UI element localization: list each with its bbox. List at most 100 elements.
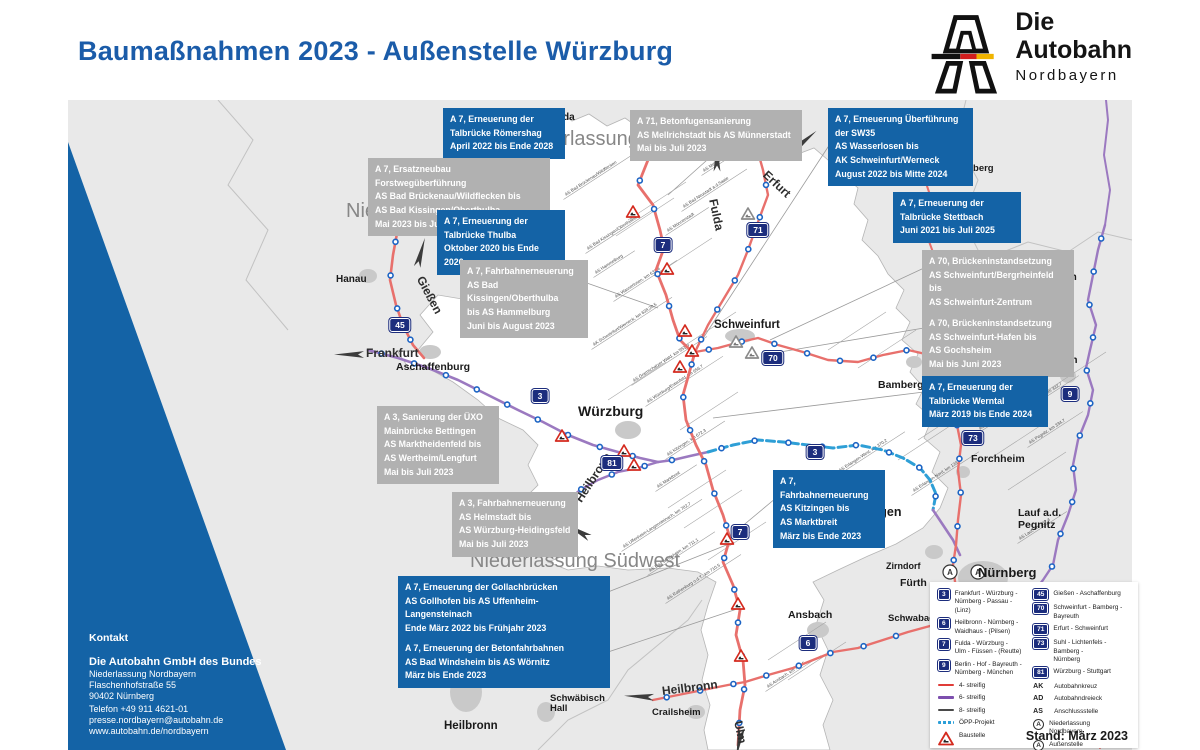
city-label-lauf-a-d-pegnitz: Lauf a.d. Pegnitz [1018,507,1062,531]
junction-leader-line [857,329,917,369]
legend-label: Außenstelle [1049,740,1083,748]
callout-line: Ende März 2022 bis Frühjahr 2023 [405,622,547,633]
anschlussstelle-dot [668,456,676,464]
anschlussstelle-dot [705,346,713,353]
legend-label: 8- streifig [959,706,986,714]
anschlussstelle-dot [744,245,752,253]
callout-line: Mai bis Juni 2023 [929,358,1002,369]
anschlussstelle-dot [852,441,860,449]
callout-line: A 70, Brückeninstandsetzung [929,256,1052,266]
brand-wordmark: Die Autobahn Nordbayern [1015,8,1132,84]
contact-heading: Kontakt [89,632,129,644]
anschlussstelle-dot [650,205,658,213]
anschlussstelle-dot [718,444,725,452]
junction-leader-line [667,469,727,509]
city-label-würzburg: Würzburg [578,403,644,419]
anschlussstelle-dot [713,306,721,313]
anschlussstelle-dot [1048,563,1056,570]
callout-line: März bis Ende 2023 [780,530,862,541]
anschlussstelle-dot [1068,498,1076,506]
anschlussstelle-dot [756,213,764,221]
callout-line: A 7, Fahrbahnerneuerung [467,266,574,276]
anschlussstelle-dot [836,357,844,365]
legend-label: Berlin - Hof - Bayreuth - Nürnberg - Mün… [954,660,1022,677]
anschlussstelle-dot [957,489,965,496]
legend-sign-a45: 45 [1033,589,1049,600]
page-title: Baumaßnahmen 2023 - Außenstelle Würzburg [78,36,674,66]
anschlussstelle-dot [697,336,705,343]
anschlussstelle-dot [1089,334,1097,341]
city-label-nürnberg: Nürnberg [978,565,1037,580]
legend-sign-a70: 70 [1033,603,1049,615]
baustelle-marker [684,344,700,357]
anschlussstelle-dot [734,619,742,626]
legend-label: Erfurt - Schweinfurt [1053,625,1109,633]
callout-line: A 7, Ersatzneubau Forstwegüberführung [375,164,467,188]
city-label-hanau: Hanau [336,274,367,285]
junction-leader-line [897,421,957,461]
anschlussstelle-dot [803,350,811,357]
anschlussstelle-dot [720,554,728,562]
callout-line: A 3, Sanierung der ÜXO [384,412,483,422]
junction-leader-line [1047,351,1107,391]
anschlussstelle-dot [1070,465,1077,472]
geplante-baustelle-marker [744,346,760,359]
callout-line: AS Bad Kissingen/Oberthulba [467,279,559,304]
anschlussstelle-dot [903,347,910,354]
legend-item-öpp-projekt: ÖPP-Projekt [938,718,1027,727]
contact-detail-line: Telefon +49 911 4621-01 [89,704,189,714]
legend-label: Würzburg - Stuttgart [1053,668,1111,676]
anschlussstelle-dot [679,393,687,401]
junction-leader-line [827,311,887,351]
callout-line: April 2022 bis Ende 2028 [450,141,554,152]
anschlussstelle-dot [954,522,961,530]
city-label-crailsheim: Crailsheim [652,707,701,718]
legend-label: Baustelle [959,731,986,739]
baustelle-marker [677,324,693,337]
legend-label: Autobahnkreuz [1054,682,1098,690]
aussenstelle-icon: A [970,564,986,580]
anschlussstelle-dot [827,649,834,657]
legend-label: Frankfurt - Würzburg - Nürnberg - Passau… [954,590,1018,614]
callout-line: bis AS Hammelburg [467,306,551,317]
anschlussstelle-dot [641,462,648,470]
callout-line: A 7, Erneuerung der Gollachbrücken [405,582,558,592]
geplante-baustelle-marker [728,335,744,348]
niederlassung-circle-icon: A [1033,719,1045,731]
callout-line: A 7, Erneuerung der [450,114,534,124]
callout-line: Oktober 2020 bis Ende 2026 [444,243,539,267]
baustelle-marker [554,429,570,442]
city-label-ansbach: Ansbach [788,609,833,621]
anschlussstelle-dot [785,439,792,447]
junction-leader-line [615,197,675,237]
anschlussstelle-dot [636,177,644,184]
callout-line: AS Marktheidenfeld bis [384,439,482,450]
anschlussstelle-dot [378,350,385,357]
autobahn-sign-a9: 9 [1061,387,1079,401]
callout-line: der SW35 [835,127,876,138]
callout-line: AS Schweinfurt-Hafen bis [929,331,1037,342]
anschlussstelle-dot [665,302,673,310]
city-label-heilbronn: Heilbronn [444,720,498,732]
contact-company: Die Autobahn GmbH des Bundes [89,656,262,668]
anschlussstelle-dot [1083,367,1091,374]
legend-sign-a81: 81 [1033,667,1049,679]
autobahn-sign-a6: 6 [799,636,817,650]
callout-line: Talbrücke Thulba [444,229,517,240]
city-label-aschaffenburg: Aschaffenburg [396,361,471,373]
callout-a-7-fahrbahnerneuerung-as-bad-: A 7, Fahrbahnerneuerung AS Bad Kissingen/… [460,260,588,339]
header: Baumaßnahmen 2023 - Außenstelle Würzburg… [0,0,1200,100]
autobahn-bridge-icon [931,8,1001,99]
callout-line: AS Bad Windsheim bis AS Wörnitz [405,656,550,667]
